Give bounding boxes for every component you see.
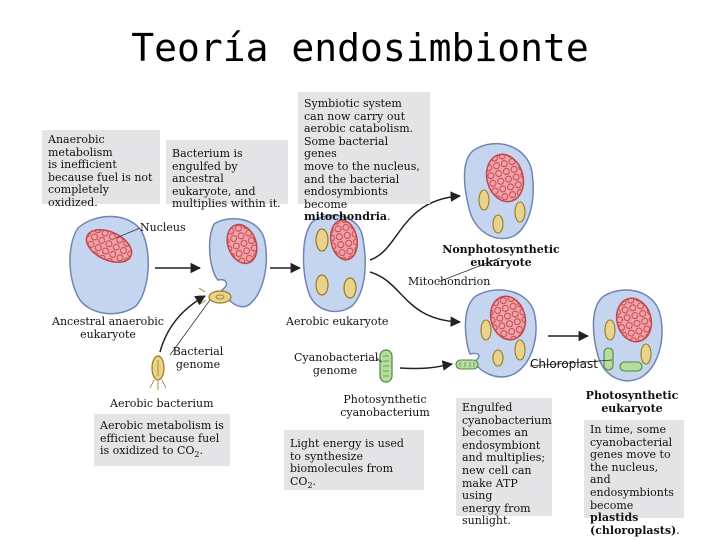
- plastids-term: plastids: [590, 511, 639, 525]
- symbiotic-line: Symbiotic system: [304, 97, 402, 110]
- bacterium: [208, 290, 232, 304]
- nucleus-label: Nucleus: [140, 221, 186, 234]
- symbiotic-line: Some bacterial genes: [304, 134, 389, 161]
- anaerobic-line: because fuel is not: [48, 170, 153, 184]
- cyano-line: endosymbiont: [462, 438, 541, 452]
- engulfing-cyano-cell: [455, 289, 537, 378]
- mitochondria-term: mitochondria: [304, 210, 388, 224]
- engulfed-text-box: Bacterium is engulfed by ancestral eukar…: [166, 140, 288, 210]
- nucleus: [226, 223, 258, 265]
- cyanobacterium: [379, 349, 393, 383]
- cyano-line: new cell can: [462, 463, 532, 477]
- anaerobic-line: completely oxidized.: [48, 183, 109, 209]
- anaerobic-line: is inefficient: [48, 158, 117, 172]
- engulfing-cell: [198, 217, 268, 308]
- in-time-line: cyanobacterial: [590, 435, 673, 449]
- label-line: Photosynthetic: [585, 389, 679, 402]
- cyano-line: and multiplies;: [462, 451, 546, 465]
- ancestral-eukaryote-label: Ancestral anaerobic eukaryote: [52, 315, 164, 341]
- nucleus: [485, 153, 525, 203]
- engulfed-line: multiplies within it.: [172, 197, 281, 211]
- photosynthetic-eukaryote-label: Photosynthetic eukaryote: [580, 389, 684, 415]
- cyanobacterial-genome-label: Cyanobacterial genome: [294, 351, 379, 377]
- engulfed-line: Bacterium is: [172, 147, 243, 160]
- period: .: [312, 474, 317, 488]
- label-line: eukaryote: [80, 327, 136, 341]
- aerobic-line: efficient because fuel: [100, 431, 220, 445]
- symbiotic-line: and the bacterial: [304, 172, 400, 186]
- label-line: eukaryote: [470, 255, 532, 269]
- label-line: Nonphotosynthetic: [442, 243, 560, 256]
- aerobic-eukaryote-cell: [302, 214, 366, 313]
- light-line: Light energy is used: [290, 437, 404, 450]
- engulfed-line: eukaryote, and: [172, 184, 256, 198]
- cyano-line: Engulfed: [462, 401, 513, 414]
- ancestral-eukaryote-cell: [69, 215, 149, 315]
- period: .: [676, 523, 680, 537]
- label-line: Photosynthetic: [343, 393, 427, 406]
- photosynthetic-cyanobacterium-label: Photosynthetic cyanobacterium: [340, 393, 430, 419]
- light-line: biomolecules from CO: [290, 462, 394, 488]
- mitochondrion-label: Mitochondrion: [408, 275, 491, 288]
- light-line: to synthesize: [290, 449, 363, 463]
- engulfed-line: engulfed by ancestral: [172, 159, 238, 186]
- in-time-line: the nucleus, and: [590, 460, 659, 487]
- subscript: 2: [307, 480, 313, 490]
- photosynthetic-eukaryote-cell: [592, 289, 663, 382]
- symbiotic-line: endosymbionts become: [304, 185, 388, 211]
- aerobic-bacterium-label: Aerobic bacterium: [110, 397, 214, 410]
- label-line: eukaryote: [601, 401, 663, 415]
- anaerobic-text-box: Anaerobic metabolism is inefficient beca…: [42, 130, 160, 209]
- chloroplast-label: Chloroplast: [530, 357, 598, 371]
- aerobic-bacterium: [149, 355, 167, 390]
- anaerobic-line: metabolism: [48, 145, 113, 159]
- symbiotic-line: can now carry out: [304, 109, 405, 123]
- cyano-line: make ATP using: [462, 476, 518, 503]
- chloroplasts-term: (chloroplasts): [590, 523, 677, 537]
- cyano-line: sunlight.: [462, 514, 511, 528]
- cyano-line: becomes an: [462, 426, 529, 440]
- label-line: genome: [175, 357, 221, 371]
- nonphotosynthetic-eukaryote-cell: [463, 142, 534, 240]
- cyano-line: energy from: [462, 501, 531, 515]
- label-line: genome: [312, 363, 358, 377]
- period: .: [199, 444, 203, 458]
- nucleus: [329, 219, 359, 261]
- anaerobic-line: Anaerobic: [48, 133, 105, 146]
- label-line: Ancestral anaerobic: [52, 315, 164, 328]
- aerobic-line: is oxidized to CO: [100, 444, 195, 458]
- nonphotosynthetic-eukaryote-label: Nonphotosynthetic eukaryote: [440, 243, 562, 269]
- label-line: cyanobacterium: [340, 405, 430, 419]
- symbiotic-text-box: Symbiotic system can now carry out aerob…: [298, 92, 430, 223]
- aerobic-eukaryote-label: Aerobic eukaryote: [286, 315, 389, 328]
- aerobic-line: Aerobic metabolism is: [100, 419, 224, 432]
- bacterial-genome-label: Bacterial genome: [170, 345, 226, 371]
- cyano-engulfed-text-box: Engulfed cyanobacterium becomes an endos…: [456, 398, 552, 527]
- symbiotic-line: move to the nucleus,: [304, 159, 420, 173]
- cyano-line: cyanobacterium: [462, 413, 552, 427]
- aerobic-efficient-text-box: Aerobic metabolism is efficient because …: [94, 414, 230, 466]
- in-time-line: become: [590, 498, 634, 512]
- in-time-line: endosymbionts: [590, 485, 674, 499]
- page-title: Teoría endosimbionte: [131, 26, 589, 70]
- label-line: Bacterial: [172, 345, 224, 358]
- flow-arrows: [155, 191, 590, 371]
- nucleus: [615, 297, 653, 343]
- nucleus: [85, 229, 133, 263]
- symbiotic-line: aerobic catabolism.: [304, 122, 414, 136]
- period: .: [387, 210, 391, 224]
- label-line: Cyanobacterial: [294, 351, 379, 364]
- in-time-text-box: In time, some cyanobacterial genes move …: [584, 420, 684, 537]
- nucleus: [489, 295, 527, 341]
- label-pointers: [115, 227, 613, 367]
- subscript: 2: [194, 450, 200, 460]
- in-time-line: genes move to: [590, 448, 671, 462]
- light-energy-text-box: Light energy is used to synthesize biomo…: [284, 430, 424, 490]
- in-time-line: In time, some: [590, 423, 667, 436]
